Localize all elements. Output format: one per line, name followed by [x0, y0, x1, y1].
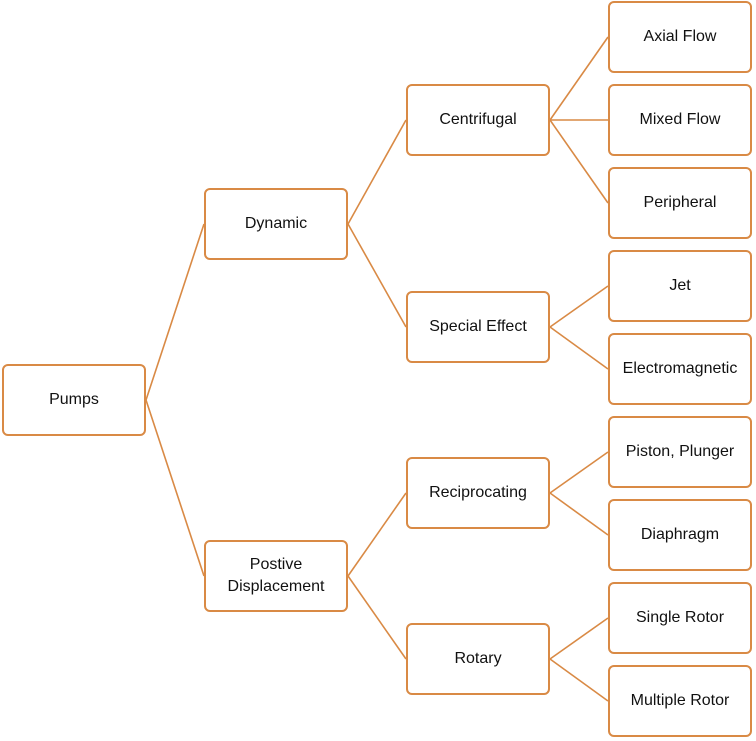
node-peripheral-label: Peripheral	[643, 194, 717, 211]
connector-pumps-dynamic	[145, 223, 205, 401]
node-dynamic-label: Dynamic	[244, 215, 308, 232]
node-axial-flow: Axial Flow	[608, 1, 752, 73]
connector-reciprocating-diaphragm	[549, 492, 609, 536]
node-diaphragm-label: Diaphragm	[640, 526, 720, 543]
connector-rotary-single	[549, 617, 609, 660]
node-electromagnetic: Electromagnetic	[608, 333, 752, 405]
node-axial-flow-label: Axial Flow	[643, 28, 717, 45]
connector-dynamic-special-effect	[347, 223, 407, 328]
connector-special-electromagnetic	[549, 326, 609, 370]
connector-centrifugal-peripheral	[549, 119, 609, 204]
node-reciprocating: Reciprocating	[406, 457, 550, 529]
node-mixed-flow-label: Mixed Flow	[639, 111, 721, 128]
node-special-effect: Special Effect	[406, 291, 550, 363]
node-piston-plunger: Piston, Plunger	[608, 416, 752, 488]
node-electromagnetic-label: Electromagnetic	[622, 360, 738, 377]
node-jet: Jet	[608, 250, 752, 322]
node-centrifugal: Centrifugal	[406, 84, 550, 156]
node-pumps: Pumps	[2, 364, 146, 436]
node-reciprocating-label: Reciprocating	[429, 484, 527, 501]
node-peripheral: Peripheral	[608, 167, 752, 239]
node-mixed-flow: Mixed Flow	[608, 84, 752, 156]
connector-dynamic-centrifugal	[347, 119, 407, 225]
node-dynamic: Dynamic	[204, 188, 348, 260]
node-multiple-rotor-label: Multiple Rotor	[630, 692, 730, 709]
node-jet-label: Jet	[669, 277, 691, 294]
node-piston-plunger-label: Piston, Plunger	[625, 443, 735, 460]
connector-positive-rotary	[347, 575, 407, 660]
node-multiple-rotor: Multiple Rotor	[608, 665, 752, 737]
node-diaphragm: Diaphragm	[608, 499, 752, 571]
node-pumps-label: Pumps	[49, 391, 99, 408]
node-centrifugal-label: Centrifugal	[439, 111, 517, 128]
node-positive-displacement-label: Postive Displacement	[227, 556, 325, 595]
connector-rotary-multiple	[549, 658, 609, 702]
connector-centrifugal-axial	[549, 36, 609, 121]
connector-reciprocating-piston	[549, 451, 609, 494]
node-single-rotor-label: Single Rotor	[635, 609, 725, 626]
node-single-rotor: Single Rotor	[608, 582, 752, 654]
node-special-effect-label: Special Effect	[429, 318, 527, 335]
connector-positive-reciprocating	[347, 492, 407, 577]
node-rotary-label: Rotary	[454, 650, 502, 667]
node-rotary: Rotary	[406, 623, 550, 695]
connector-pumps-positive	[145, 399, 205, 577]
connector-special-jet	[549, 285, 609, 328]
node-positive-displacement: Postive Displacement	[204, 540, 348, 612]
